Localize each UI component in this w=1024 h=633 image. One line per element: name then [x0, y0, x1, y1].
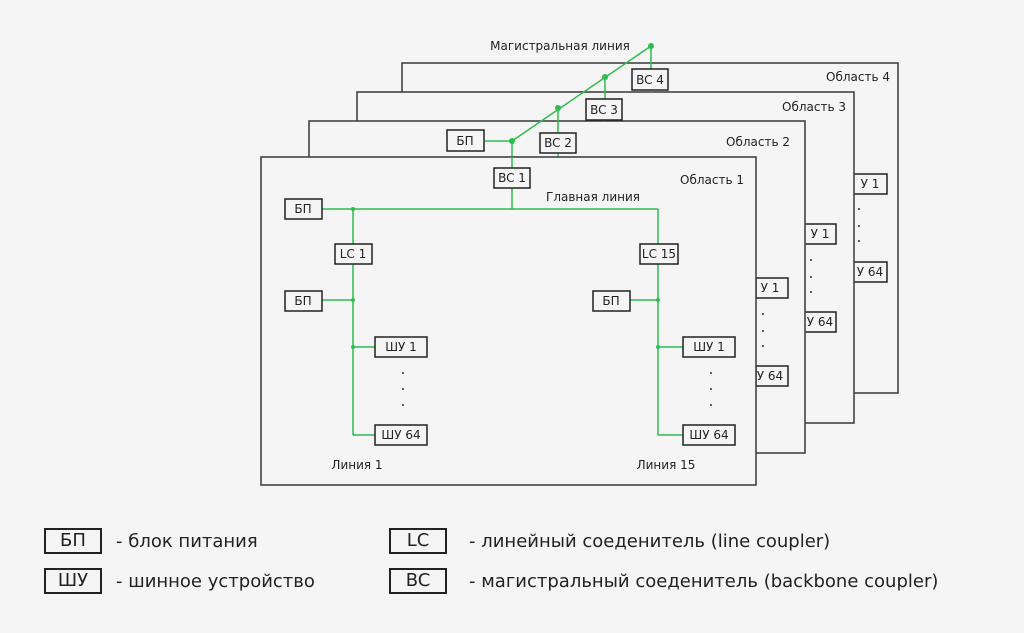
- legend-item-bus-device: ШУ - шинное устройство: [44, 568, 315, 594]
- lc15-label: LC 15: [642, 247, 676, 261]
- legend-symbol-box: БП: [44, 528, 102, 554]
- backbone-node: [509, 138, 515, 144]
- line-1-device-first-box: [374, 336, 428, 358]
- ellipsis-dot: [762, 345, 764, 347]
- line-15-power-supply-box: [592, 290, 631, 312]
- bc1-box: [493, 167, 531, 189]
- main-line-node: [351, 207, 355, 211]
- ellipsis-dot: [710, 372, 712, 374]
- area-3-device-last-label: У 64: [807, 315, 833, 329]
- lc15-box: [639, 243, 679, 265]
- line-15-label: Линия 15: [637, 458, 696, 472]
- legend-description: - шинное устройство: [116, 570, 315, 592]
- line-1-device-first-label: ШУ 1: [385, 340, 417, 354]
- legend-symbol-box: LC: [389, 528, 447, 554]
- line-15-node: [656, 298, 660, 302]
- ellipsis-dot: [710, 388, 712, 390]
- ellipsis-dot: [762, 313, 764, 315]
- ellipsis-dot: [810, 291, 812, 293]
- ellipsis-dot: [402, 388, 404, 390]
- area-4-device-first-label: У 1: [861, 177, 880, 191]
- line-1-power-supply-box: [284, 290, 323, 312]
- ellipsis-dot: [858, 208, 860, 210]
- area-1-frame: [260, 156, 757, 486]
- area-2-device-last-label: У 64: [757, 369, 783, 383]
- legend-item-backbone-coupler: BC - магистральный соеденитель (backbone…: [389, 568, 938, 594]
- ellipsis-dot: [810, 276, 812, 278]
- bc3-box: [585, 98, 623, 121]
- line-1-node: [351, 298, 355, 302]
- line-1-label: Линия 1: [331, 458, 382, 472]
- ellipsis-dot: [858, 240, 860, 242]
- backbone-node: [602, 74, 608, 80]
- bc2-box: [539, 132, 577, 154]
- bc3-label: BC 3: [590, 103, 618, 117]
- legend-description: - блок питания: [116, 530, 258, 552]
- area-2-label: Область 2: [726, 135, 790, 149]
- line-15-device-first-box: [682, 336, 736, 358]
- bc4-label: BC 4: [636, 73, 664, 87]
- backbone-wire: [511, 45, 652, 142]
- main-power-supply-label: БП: [294, 202, 311, 216]
- line-1-device-last-box: [374, 424, 428, 446]
- backbone-node: [555, 105, 561, 111]
- area-1-label: Область 1: [680, 173, 744, 187]
- bc2-label: BC 2: [544, 136, 572, 150]
- legend-symbol-box: BC: [389, 568, 447, 594]
- line-1-device-last-label: ШУ 64: [381, 428, 420, 442]
- ellipsis-dot: [762, 330, 764, 332]
- line-1-power-supply-label: БП: [294, 294, 311, 308]
- line-15-device-last-label: ШУ 64: [689, 428, 728, 442]
- legend-item-power-supply: БП - блок питания: [44, 528, 258, 554]
- backbone-power-supply-label: БП: [456, 134, 473, 148]
- ellipsis-dot: [810, 259, 812, 261]
- ellipsis-dot: [402, 404, 404, 406]
- legend-item-line-coupler: LC - линейный соеденитель (line coupler): [389, 528, 830, 554]
- ellipsis-dot: [402, 372, 404, 374]
- line-15-power-supply-label: БП: [602, 294, 619, 308]
- legend-symbol-box: ШУ: [44, 568, 102, 594]
- main-line-label: Главная линия: [546, 190, 640, 204]
- area-4-label: Область 4: [826, 70, 890, 84]
- backbone-node: [648, 43, 654, 49]
- legend-description: - линейный соеденитель (line coupler): [469, 530, 831, 552]
- bc4-box: [631, 68, 669, 91]
- line-15-node: [656, 345, 660, 349]
- backbone-label: Магистральная линия: [490, 39, 630, 53]
- lc1-box: [334, 243, 373, 265]
- area-1: Область 1 Главная линия BC 1 БП LC 1 БП: [260, 156, 757, 486]
- legend-description: - магистральный соеденитель (backbone co…: [469, 570, 939, 592]
- ellipsis-dot: [710, 404, 712, 406]
- area-4-device-last-label: У 64: [857, 265, 883, 279]
- area-3-label: Область 3: [782, 100, 846, 114]
- line-15-device-first-label: ШУ 1: [693, 340, 725, 354]
- area-2-device-first-label: У 1: [761, 281, 780, 295]
- line-15-device-last-box: [682, 424, 736, 446]
- area-3-device-first-label: У 1: [811, 227, 830, 241]
- backbone-power-supply-box: [446, 129, 485, 152]
- main-power-supply-box: [284, 198, 323, 220]
- line-1-node: [351, 345, 355, 349]
- ellipsis-dot: [858, 225, 860, 227]
- backbone-line: Магистральная линия: [485, 39, 654, 168]
- bc1-label: BC 1: [498, 171, 526, 185]
- lc1-label: LC 1: [340, 247, 367, 261]
